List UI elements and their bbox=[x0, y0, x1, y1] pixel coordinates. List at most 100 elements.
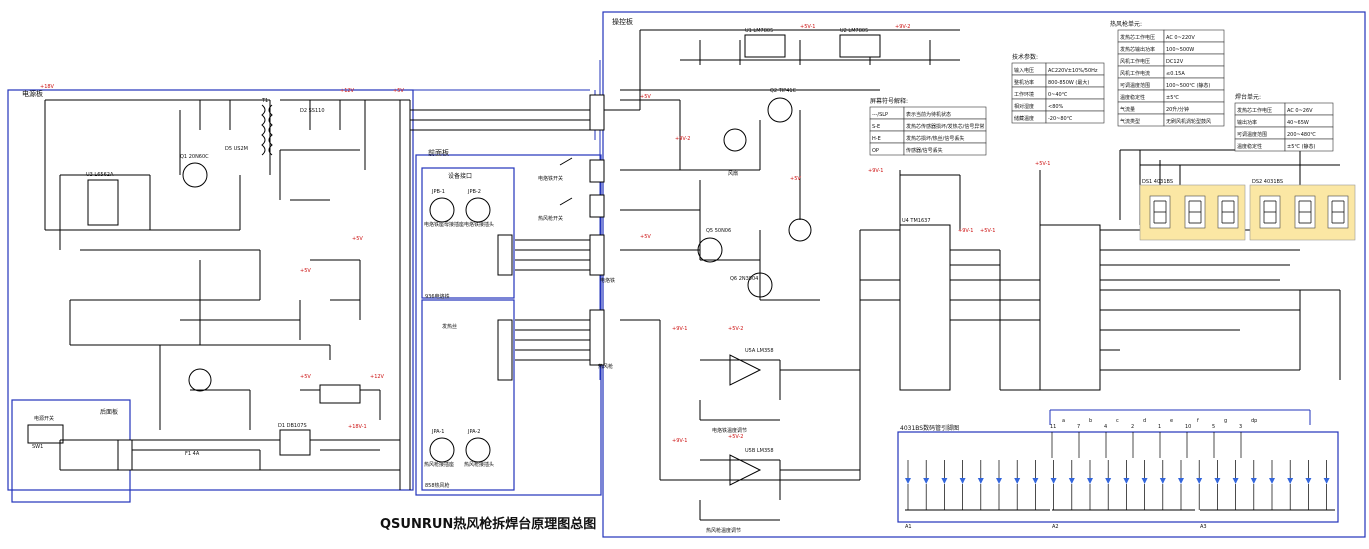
iron_unit-value: AC 0~26V bbox=[1287, 108, 1313, 114]
rail-18v1: +18V-1 bbox=[348, 424, 367, 430]
led-diode bbox=[1014, 478, 1021, 484]
led-diode bbox=[1178, 478, 1184, 484]
control-board-label: 操控板 bbox=[612, 17, 633, 26]
tech_params-key: 储藏温度 bbox=[1014, 115, 1034, 122]
seg-digit-strokes bbox=[1221, 200, 1235, 224]
svg-text:U4 TM1637: U4 TM1637 bbox=[902, 218, 931, 224]
pinout-number: 5 bbox=[1212, 424, 1215, 430]
seg-digit-strokes bbox=[1263, 200, 1277, 224]
heater-label: 发热丝 bbox=[442, 323, 457, 330]
iron_unit-cell bbox=[1284, 138, 1334, 152]
seg-digit-strokes bbox=[1298, 200, 1312, 224]
tech_params-value: 0~40℃ bbox=[1048, 92, 1068, 98]
hot_air_unit-key: 温度稳定性 bbox=[1120, 94, 1145, 101]
pinout-letter: c bbox=[1116, 418, 1119, 424]
q6-transistor: Q6 2N3904 bbox=[730, 272, 773, 298]
iron_unit-key: 输出功率 bbox=[1237, 119, 1257, 126]
svg-text:T1: T1 bbox=[261, 98, 268, 104]
hot_air_unit-key: 发热芯输出功率 bbox=[1120, 46, 1155, 53]
q4-transistor bbox=[788, 218, 812, 242]
iron-plug-label: 电烙铁接插头 bbox=[464, 221, 494, 228]
hot_air_unit-value: 100~500℃ (静态) bbox=[1166, 82, 1210, 89]
display_legend-cell bbox=[903, 142, 987, 156]
led-diode bbox=[1105, 478, 1112, 484]
hot_air_unit-key: 发热芯工作电压 bbox=[1120, 34, 1155, 41]
device-interface-label: 设备接口 bbox=[448, 172, 472, 180]
display_legend-key: S-E bbox=[872, 124, 880, 130]
rail-5v1-c: +5V-1 bbox=[1035, 161, 1050, 167]
iron_unit-heading: 焊台单元: bbox=[1235, 93, 1261, 101]
led-pinout-row bbox=[905, 460, 1335, 511]
svg-text:U5B LM358: U5B LM358 bbox=[745, 448, 774, 454]
led-diode bbox=[1305, 478, 1312, 484]
rail-9v1-d: +9V-1 bbox=[958, 228, 973, 234]
svg-text:JPA-2: JPA-2 bbox=[467, 429, 480, 435]
svg-text:热风枪开关: 热风枪开关 bbox=[538, 215, 563, 222]
rail-5v-c: +5V bbox=[300, 268, 311, 274]
display_legend-heading: 屏幕符号解释: bbox=[870, 97, 908, 105]
hot_air_unit-key: 风机工作电压 bbox=[1120, 58, 1150, 65]
hot_air_unit-value: ±5℃ bbox=[1166, 95, 1179, 101]
device-interface-frame bbox=[421, 167, 515, 299]
svg-text:电烙铁开关: 电烙铁开关 bbox=[538, 175, 563, 182]
svg-text:电源开关: 电源开关 bbox=[34, 415, 54, 422]
tech_params-key: 工作环境 bbox=[1014, 91, 1034, 98]
u1-regulator: U1 LM7805 bbox=[744, 28, 786, 58]
led-diode bbox=[1250, 478, 1257, 484]
display_legend-value: 表示当前为待机状态 bbox=[906, 111, 951, 118]
connector-jp-group bbox=[117, 94, 605, 471]
svg-text:U2 LM7805: U2 LM7805 bbox=[840, 28, 868, 34]
power-board-label: 电源板 bbox=[22, 89, 43, 98]
pinout-letter: g bbox=[1224, 418, 1227, 424]
pinout-number: 2 bbox=[1131, 424, 1134, 430]
svg-text:DS1 4031BS: DS1 4031BS bbox=[1142, 179, 1173, 185]
iron_unit-value: ±5℃ (静态) bbox=[1287, 143, 1316, 150]
svg-text:JPB-2: JPB-2 bbox=[467, 189, 481, 195]
led-diode bbox=[1196, 478, 1203, 484]
seg-digit-strokes bbox=[1188, 200, 1202, 224]
f1-label: F1 4A bbox=[185, 451, 200, 457]
d2-label: D2 SS110 bbox=[300, 108, 325, 114]
q3-transistor bbox=[723, 128, 747, 152]
led-diode bbox=[1068, 478, 1075, 484]
led-diode bbox=[959, 478, 966, 484]
rear-panel-label: 后面板 bbox=[100, 408, 118, 416]
pinout-a1: A1 bbox=[905, 524, 912, 530]
display_legend-key: OP bbox=[872, 148, 879, 154]
segment-digits bbox=[1149, 195, 1349, 229]
iron-temp-adj-label: 电烙铁温度调节 bbox=[712, 427, 747, 434]
svg-text:JPB-1: JPB-1 bbox=[431, 189, 445, 195]
iron-seat-label: 电烙铁座母接插座 bbox=[424, 221, 464, 228]
led-diode bbox=[905, 478, 911, 484]
rail-5v-d: +5V bbox=[300, 374, 311, 380]
rail-5v2-b: +5V-2 bbox=[728, 434, 743, 440]
led-diode bbox=[1159, 478, 1166, 484]
rail-12v: +12V bbox=[340, 88, 355, 94]
led-diode bbox=[1214, 478, 1221, 484]
iron_unit-key: 温度稳定性 bbox=[1237, 143, 1262, 150]
pinout-number: 1 bbox=[1158, 424, 1161, 430]
iron-out-label: 电烙铁 bbox=[600, 277, 615, 284]
pinout-letter: b bbox=[1089, 418, 1092, 424]
hot_air_unit-heading: 热风枪单元: bbox=[1110, 20, 1142, 28]
tech_params-key: 整机功率 bbox=[1014, 79, 1034, 86]
u4-chip: U4 TM1637 bbox=[899, 218, 951, 391]
pinout-letter: f bbox=[1197, 418, 1199, 424]
led-diode bbox=[1269, 478, 1275, 484]
u5b-opamp: U5B LM358 bbox=[729, 448, 774, 486]
rail-5v2-a: +5V-2 bbox=[728, 326, 743, 332]
led-diode bbox=[977, 478, 984, 484]
q5-transistor: Q5 50N06 bbox=[697, 228, 731, 263]
hot_air_unit-value: 20升/分钟 bbox=[1166, 106, 1189, 113]
led-pinout-frame bbox=[897, 431, 1339, 523]
display_legend-key: ---/SLP bbox=[872, 112, 888, 118]
hot_air_unit-key: 气流量 bbox=[1120, 106, 1135, 113]
u5a-opamp: U5A LM358 bbox=[729, 348, 774, 386]
led-diode bbox=[1032, 478, 1039, 484]
d5-label: D5 US2M bbox=[225, 146, 248, 152]
svg-text:U5A LM358: U5A LM358 bbox=[745, 348, 774, 354]
